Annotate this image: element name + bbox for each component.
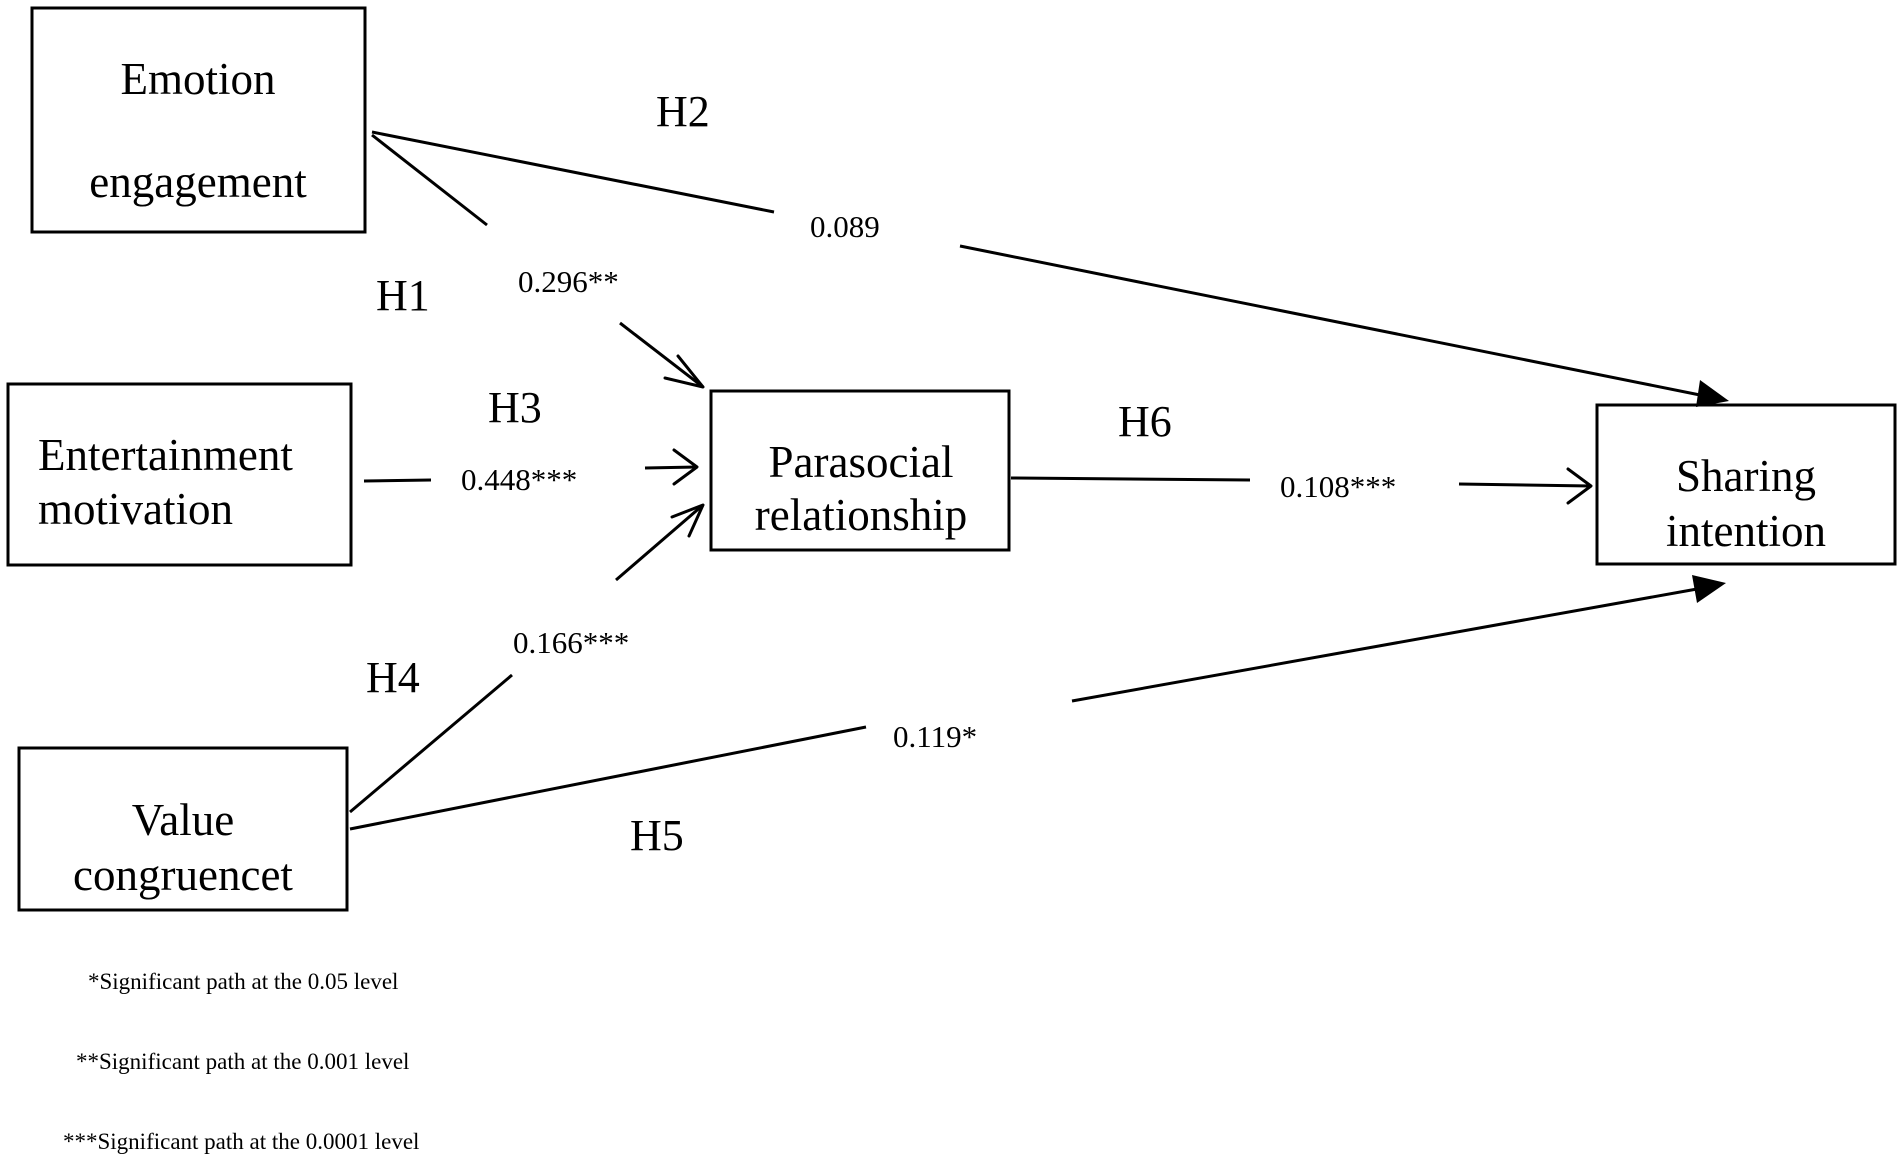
construct-label-line1: Value <box>132 795 234 845</box>
path-coefficient: 0.119* <box>893 719 977 754</box>
path-coefficient: 0.108*** <box>1280 469 1396 504</box>
filled-arrowhead-icon <box>1696 380 1729 407</box>
path-coefficient: 0.089 <box>810 209 880 244</box>
construct-box <box>17 746 349 912</box>
note-one-star: *Significant path at the 0.05 level <box>88 969 398 994</box>
path-line-segment <box>363 478 432 483</box>
significance-notes: *Significant path at the 0.05 level **Si… <box>63 969 419 1154</box>
construct-box <box>6 382 353 567</box>
path-h2: H2 0.089 <box>371 87 1729 407</box>
path-h6: H6 0.108*** <box>1010 397 1593 505</box>
path-h1: H1 0.296** <box>371 133 705 389</box>
path-line-segment <box>959 244 1701 397</box>
construct-emotion-engagement: Emotion engagement <box>30 6 367 234</box>
hypothesis-label: H5 <box>630 811 684 860</box>
filled-arrowhead-icon <box>1692 575 1726 603</box>
construct-label-line1: Sharing <box>1676 451 1816 501</box>
path-h3: H3 0.448*** <box>363 383 699 497</box>
note-three-star: ***Significant path at the 0.0001 level <box>63 1129 419 1154</box>
construct-box <box>30 6 367 234</box>
construct-label-line2: intention <box>1666 506 1826 556</box>
construct-value-congruence: Value congruencet <box>17 746 349 912</box>
construct-label-line1: Parasocial <box>769 437 954 487</box>
path-line-segment <box>349 673 513 814</box>
path-line-segment <box>619 321 704 389</box>
open-arrowhead-icon <box>663 354 705 389</box>
path-line-segment <box>371 130 775 214</box>
path-h4: H4 0.166*** <box>349 503 705 814</box>
construct-label-line2: congruencet <box>73 850 293 900</box>
construct-sharing-intention: Sharing intention <box>1595 403 1897 566</box>
hypothesis-label: H6 <box>1118 397 1172 446</box>
construct-box <box>709 389 1011 552</box>
hypothesis-label: H1 <box>376 271 430 320</box>
construct-parasocial-relationship: Parasocial relationship <box>709 389 1011 552</box>
construct-label-line2: engagement <box>89 157 307 207</box>
path-line-segment <box>644 465 698 470</box>
construct-label-line2: motivation <box>38 484 233 534</box>
path-line-segment <box>349 725 867 831</box>
open-arrowhead-icon <box>672 448 699 486</box>
path-line-segment <box>1071 587 1698 703</box>
path-line-segment <box>371 133 488 227</box>
hypothesis-label: H2 <box>656 87 710 136</box>
open-arrowhead-icon <box>1566 467 1593 505</box>
path-coefficient: 0.296** <box>518 264 619 299</box>
note-two-star: **Significant path at the 0.001 level <box>76 1049 409 1074</box>
path-h5: H5 0.119* <box>349 575 1726 860</box>
path-coefficient: 0.448*** <box>461 462 577 497</box>
hypothesis-label: H4 <box>366 653 420 702</box>
construct-label-line1: Entertainment <box>38 430 293 480</box>
path-line-segment <box>615 503 704 582</box>
open-arrowhead-icon <box>670 503 705 538</box>
construct-label-line2: relationship <box>755 490 967 540</box>
path-line-segment <box>1010 476 1251 482</box>
path-line-segment <box>1458 482 1592 488</box>
hypothesis-label: H3 <box>488 383 542 432</box>
path-coefficient: 0.166*** <box>513 625 629 660</box>
construct-box <box>1595 403 1897 566</box>
construct-entertainment-motivation: Entertainment motivation <box>6 382 353 567</box>
construct-label-line1: Emotion <box>121 54 276 104</box>
